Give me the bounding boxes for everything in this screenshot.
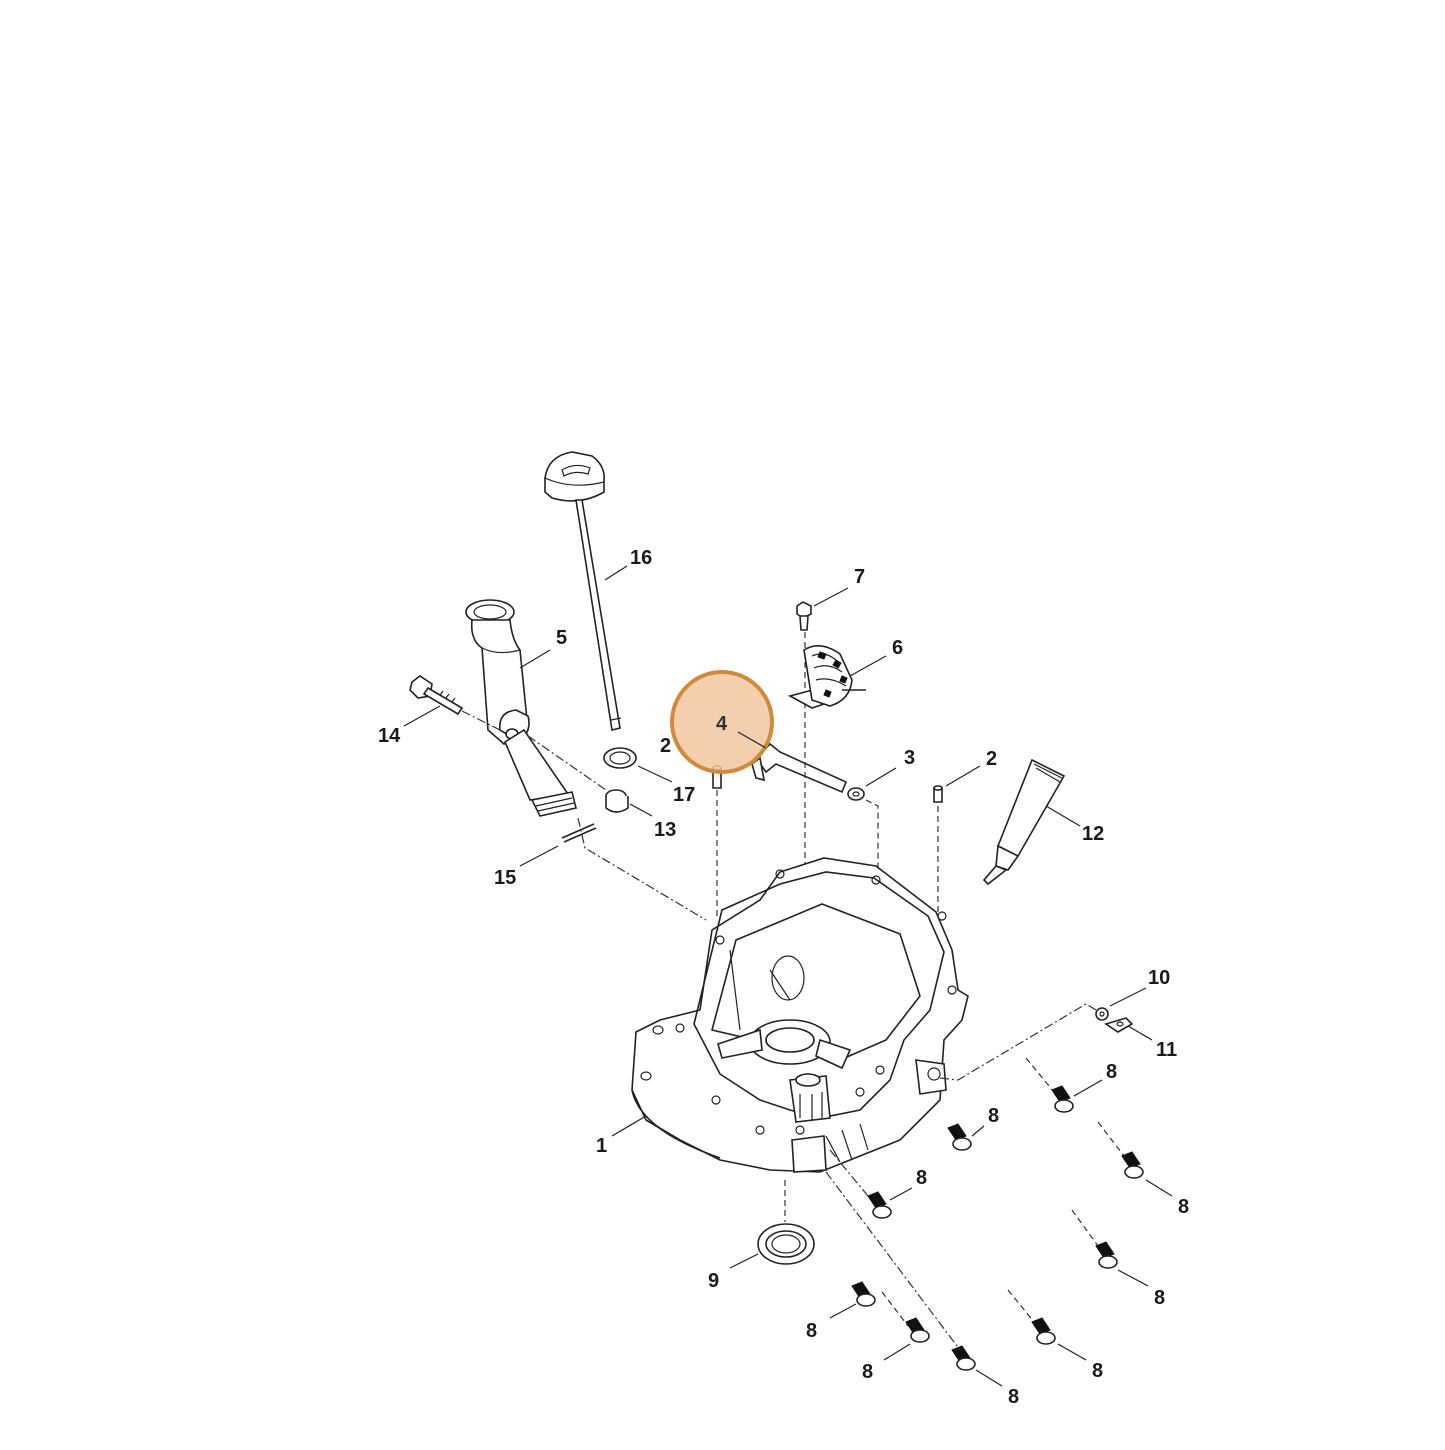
bolt-part-8-j bbox=[825, 1149, 961, 1351]
label-part-8-a: 8 bbox=[1106, 1061, 1117, 1083]
label-part-3: 3 bbox=[904, 747, 915, 769]
highlight-label: 4 bbox=[716, 713, 728, 735]
bolt-part-8-b[interactable] bbox=[947, 1123, 972, 1151]
label-part-8-e: 8 bbox=[1154, 1287, 1165, 1309]
label-part-8-d: 8 bbox=[916, 1167, 927, 1189]
washer-part-10[interactable] bbox=[1095, 1007, 1109, 1021]
seal-part-15[interactable] bbox=[561, 823, 597, 843]
clip-part-11[interactable] bbox=[1104, 1017, 1134, 1033]
label-part-16: 16 bbox=[630, 547, 652, 569]
label-part-8-g: 8 bbox=[862, 1361, 873, 1383]
grommet-part-13[interactable] bbox=[605, 789, 629, 813]
dowel-pin-part-right[interactable] bbox=[933, 785, 943, 803]
label-part-5: 5 bbox=[556, 627, 567, 649]
label-part-10: 10 bbox=[1148, 967, 1170, 989]
oil-fill-tube-part[interactable] bbox=[465, 599, 577, 817]
label-part-1: 1 bbox=[596, 1135, 607, 1157]
sealant-tube-part-12[interactable] bbox=[982, 758, 1066, 886]
label-part-8-b: 8 bbox=[988, 1105, 999, 1127]
label-part-11: 11 bbox=[1156, 1039, 1177, 1061]
label-part-13: 13 bbox=[654, 819, 676, 841]
bolt-part-14[interactable] bbox=[409, 675, 464, 716]
label-part-9: 9 bbox=[708, 1270, 719, 1292]
bolt-part-8-h[interactable] bbox=[951, 1345, 976, 1371]
label-part-15: 15 bbox=[494, 867, 516, 889]
label-part-17: 17 bbox=[673, 784, 695, 806]
label-part-8-h: 8 bbox=[1008, 1386, 1019, 1408]
bolt-part-8-f[interactable] bbox=[851, 1281, 876, 1307]
bolt-part-8-c[interactable] bbox=[1097, 1121, 1144, 1179]
oil-sensor-part-6[interactable] bbox=[787, 645, 866, 709]
bolt-part-8-d[interactable] bbox=[867, 1191, 892, 1219]
label-part-8-c: 8 bbox=[1178, 1196, 1189, 1218]
washer-part-3[interactable] bbox=[847, 787, 865, 801]
governor-shaft-part[interactable] bbox=[751, 742, 848, 794]
crankcase-part-1[interactable] bbox=[631, 857, 969, 1173]
dipstick-part[interactable] bbox=[544, 451, 622, 731]
label-part-8-f: 8 bbox=[806, 1320, 817, 1342]
bolt-part-7[interactable] bbox=[796, 601, 812, 631]
bolt-part-8-i[interactable] bbox=[1007, 1289, 1056, 1345]
label-part-7: 7 bbox=[854, 566, 865, 588]
label-part-14: 14 bbox=[378, 725, 401, 747]
bolt-part-8-g[interactable] bbox=[881, 1291, 930, 1343]
label-part-6: 6 bbox=[892, 637, 903, 659]
bolt-part-8-e[interactable] bbox=[1071, 1209, 1118, 1269]
label-part-8-i: 8 bbox=[1092, 1360, 1103, 1382]
label-part-12: 12 bbox=[1082, 823, 1104, 845]
bolt-part-8-a[interactable] bbox=[1025, 1057, 1074, 1113]
oil-seal-part-9[interactable] bbox=[757, 1223, 815, 1265]
o-ring-part-17[interactable] bbox=[603, 747, 637, 769]
label-part-2-right: 2 bbox=[986, 748, 997, 770]
label-part-2-left: 2 bbox=[660, 735, 671, 757]
highlight-marker-part-4[interactable]: 4 bbox=[670, 670, 774, 774]
